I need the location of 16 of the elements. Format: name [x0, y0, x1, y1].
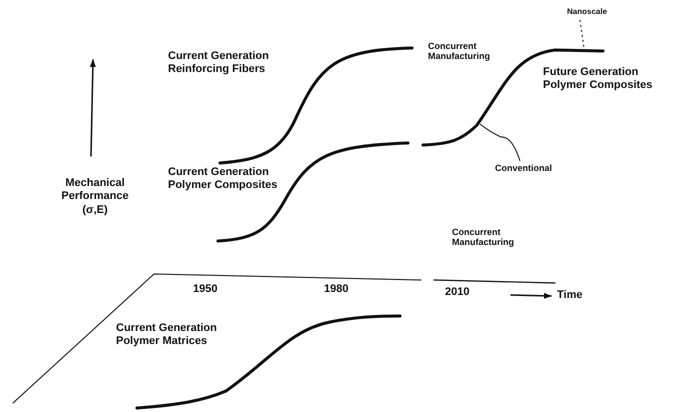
curve-label: Current Generation Reinforcing Fibers: [168, 50, 270, 76]
axis-label: Mechanical Performance: [60, 177, 130, 202]
axis-tick-label: 1950: [193, 283, 218, 296]
leader-line: [480, 124, 520, 162]
axis-tick-label: 2010: [445, 286, 470, 299]
callout-label: Conventional: [495, 163, 552, 174]
curve-label: Concurrent Manufacturing: [428, 41, 491, 62]
curve-label: Concurrent Manufacturing: [452, 227, 515, 248]
curve-label: Current Generation Polymer Matrices: [116, 322, 218, 348]
curve-label: Future Generation Polymer Composites: [543, 66, 654, 92]
axis-label: Time: [557, 289, 582, 302]
leader-line: [580, 20, 584, 48]
axis-unit-label: (σ,E): [81, 204, 109, 217]
callout-label: Nanoscale: [567, 7, 608, 16]
curve-label: Current Generation Polymer Composites: [168, 166, 278, 192]
axis-tick-label: 1980: [324, 283, 348, 296]
